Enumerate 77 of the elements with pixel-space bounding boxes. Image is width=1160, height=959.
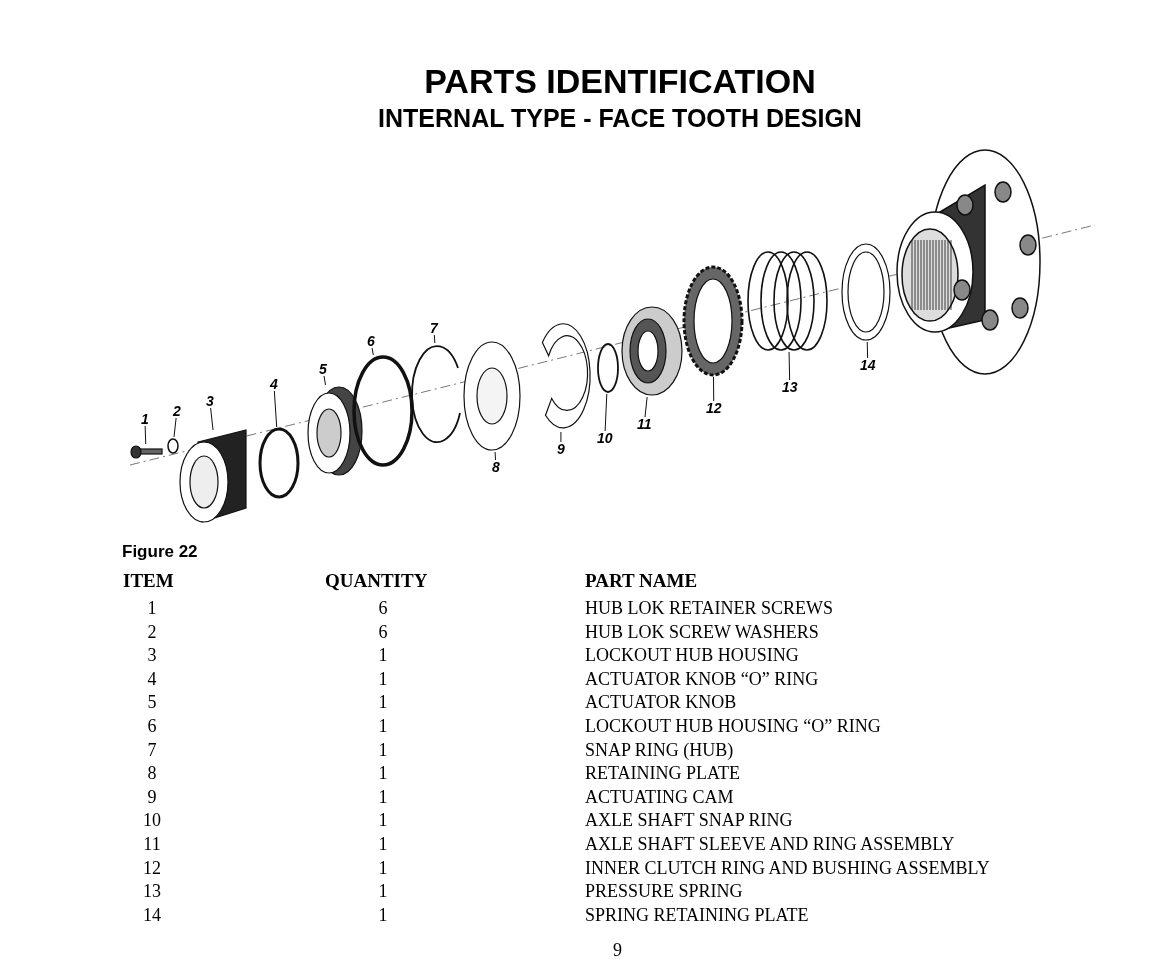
table-cell: 1 (378, 739, 388, 760)
callout-number: 4 (269, 377, 279, 391)
table-cell: PRESSURE SPRING (585, 881, 743, 902)
callout-number: 8 (491, 460, 501, 474)
callout-number: 10 (596, 431, 614, 445)
callout-number: 14 (859, 358, 877, 372)
table-cell: 1 (378, 786, 388, 807)
callout-number: 3 (205, 394, 215, 408)
table-cell: 11 (143, 834, 161, 854)
callout-number: 7 (429, 321, 439, 335)
table-cell: LOCKOUT HUB HOUSING “O” RING (585, 716, 881, 736)
table-cell: 13 (143, 881, 161, 902)
subtitle: INTERNAL TYPE - FACE TOOTH DESIGN (377, 104, 863, 133)
table-cell: LOCKOUT HUB HOUSING (585, 645, 799, 666)
leader-line (560, 431, 562, 443)
table-cell: HUB LOK RETAINER SCREWS (585, 598, 834, 618)
leader-line (210, 407, 214, 431)
table-cell: 1 (378, 645, 388, 666)
table-cell: ACTUATING CAM (585, 786, 734, 807)
leader-line (273, 390, 278, 428)
table-cell: 4 (147, 668, 157, 689)
table-cell: ACTUATOR KNOB (585, 692, 737, 713)
table-cell: 9 (147, 786, 157, 807)
table-cell: 1 (378, 810, 388, 831)
column-header: ITEM (123, 571, 174, 591)
table-cell: 1 (147, 598, 157, 618)
table-cell: INNER CLUTCH RING AND BUSHING ASSEMBLY (585, 857, 990, 878)
table-cell: SPRING RETAINING PLATE (585, 904, 809, 925)
callout-number: 6 (366, 334, 376, 348)
table-cell: 3 (147, 645, 157, 666)
table-cell: 1 (378, 904, 388, 925)
callout-number: 2 (172, 404, 182, 418)
table-cell: 1 (378, 834, 388, 854)
column-header: PART NAME (585, 571, 698, 591)
table-cell: 8 (147, 763, 157, 784)
table-cell: AXLE SHAFT SLEEVE AND RING ASSEMBLY (585, 834, 955, 854)
leader-line (371, 347, 374, 356)
table-cell: AXLE SHAFT SNAP RING (585, 810, 793, 831)
page-number: 9 (613, 940, 622, 959)
callout-number: 12 (705, 401, 723, 415)
leader-line (323, 375, 326, 386)
callout-number: 11 (636, 417, 653, 431)
leader-line (144, 425, 147, 445)
figure-label: Figure 22 (122, 542, 198, 562)
table-cell: 14 (143, 904, 161, 925)
leader-line (713, 376, 715, 402)
table-cell: 6 (378, 621, 388, 642)
leader-line (788, 351, 791, 381)
callout-number: 1 (140, 412, 150, 426)
leader-line (433, 334, 436, 344)
callout-number: 13 (781, 380, 799, 394)
leader-line (866, 341, 869, 359)
table-cell: 10 (143, 810, 161, 831)
column-header: QUANTITY (325, 571, 428, 591)
table-cell: 7 (147, 739, 157, 760)
table-cell: 1 (378, 668, 388, 689)
leader-line (173, 417, 177, 438)
table-cell: 1 (378, 881, 388, 902)
table-cell: ACTUATOR KNOB “O” RING (585, 668, 819, 689)
table-cell: 1 (378, 857, 388, 878)
table-cell: HUB LOK SCREW WASHERS (585, 621, 819, 642)
leader-line (644, 396, 648, 418)
table-cell: 12 (143, 857, 161, 878)
table-cell: SNAP RING (HUB) (585, 739, 734, 760)
leader-line (604, 393, 608, 432)
leader-line (494, 451, 496, 461)
callout-number: 5 (318, 362, 328, 376)
table-cell: 1 (378, 692, 388, 713)
table-cell: 6 (147, 716, 157, 736)
table-cell: 6 (378, 598, 388, 618)
table-cell: 1 (378, 716, 388, 736)
callout-number: 9 (556, 442, 566, 456)
table-cell: 5 (147, 692, 157, 713)
table-cell: RETAINING PLATE (585, 763, 741, 784)
table-cell: 2 (147, 621, 157, 642)
title: PARTS IDENTIFICATION (423, 62, 817, 101)
table-cell: 1 (378, 763, 388, 784)
